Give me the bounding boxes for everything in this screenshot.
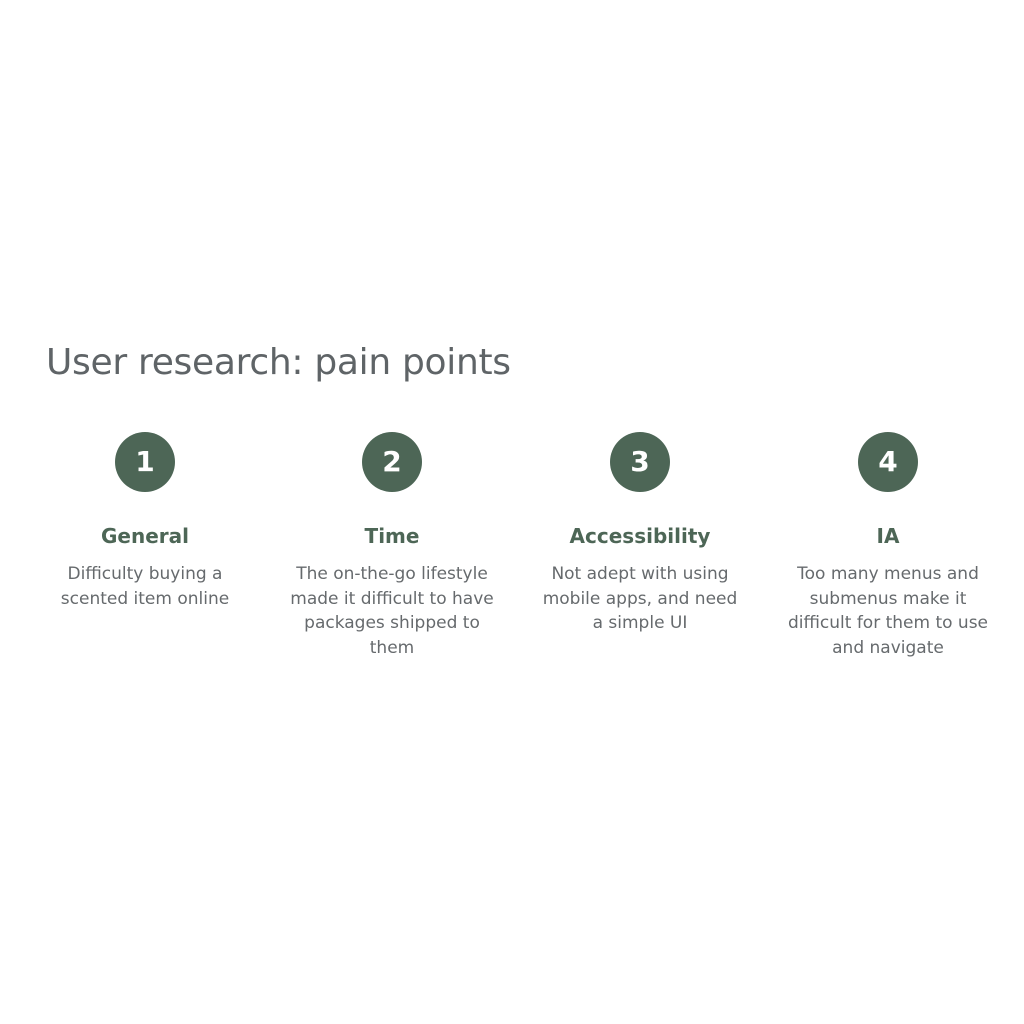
pain-point-description: Difficulty buying a scented item online xyxy=(60,564,230,609)
page-title: User research: pain points xyxy=(46,342,511,383)
pain-point-number-badge: 3 xyxy=(610,432,670,492)
pain-point-general: 1 General Difficulty buying a scented it… xyxy=(35,432,255,611)
pain-point-title: Time xyxy=(364,524,420,548)
pain-point-description: Too many menus and submenus make it diff… xyxy=(787,564,989,658)
pain-point-description: The on-the-go lifestyle made it difficul… xyxy=(290,564,494,658)
pain-point-description: Not adept with using mobile apps, and ne… xyxy=(542,564,738,633)
pain-point-title: Accessibility xyxy=(569,524,711,548)
pain-point-number-badge: 4 xyxy=(858,432,918,492)
pain-point-title: General xyxy=(101,524,189,548)
pain-point-ia: 4 IA Too many menus and submenus make it… xyxy=(778,432,998,660)
pain-point-number-badge: 1 xyxy=(115,432,175,492)
pain-point-time: 2 Time The on-the-go lifestyle made it d… xyxy=(282,432,502,660)
pain-point-number-badge: 2 xyxy=(362,432,422,492)
pain-point-title: IA xyxy=(876,524,900,548)
pain-point-accessibility: 3 Accessibility Not adept with using mob… xyxy=(530,432,750,636)
